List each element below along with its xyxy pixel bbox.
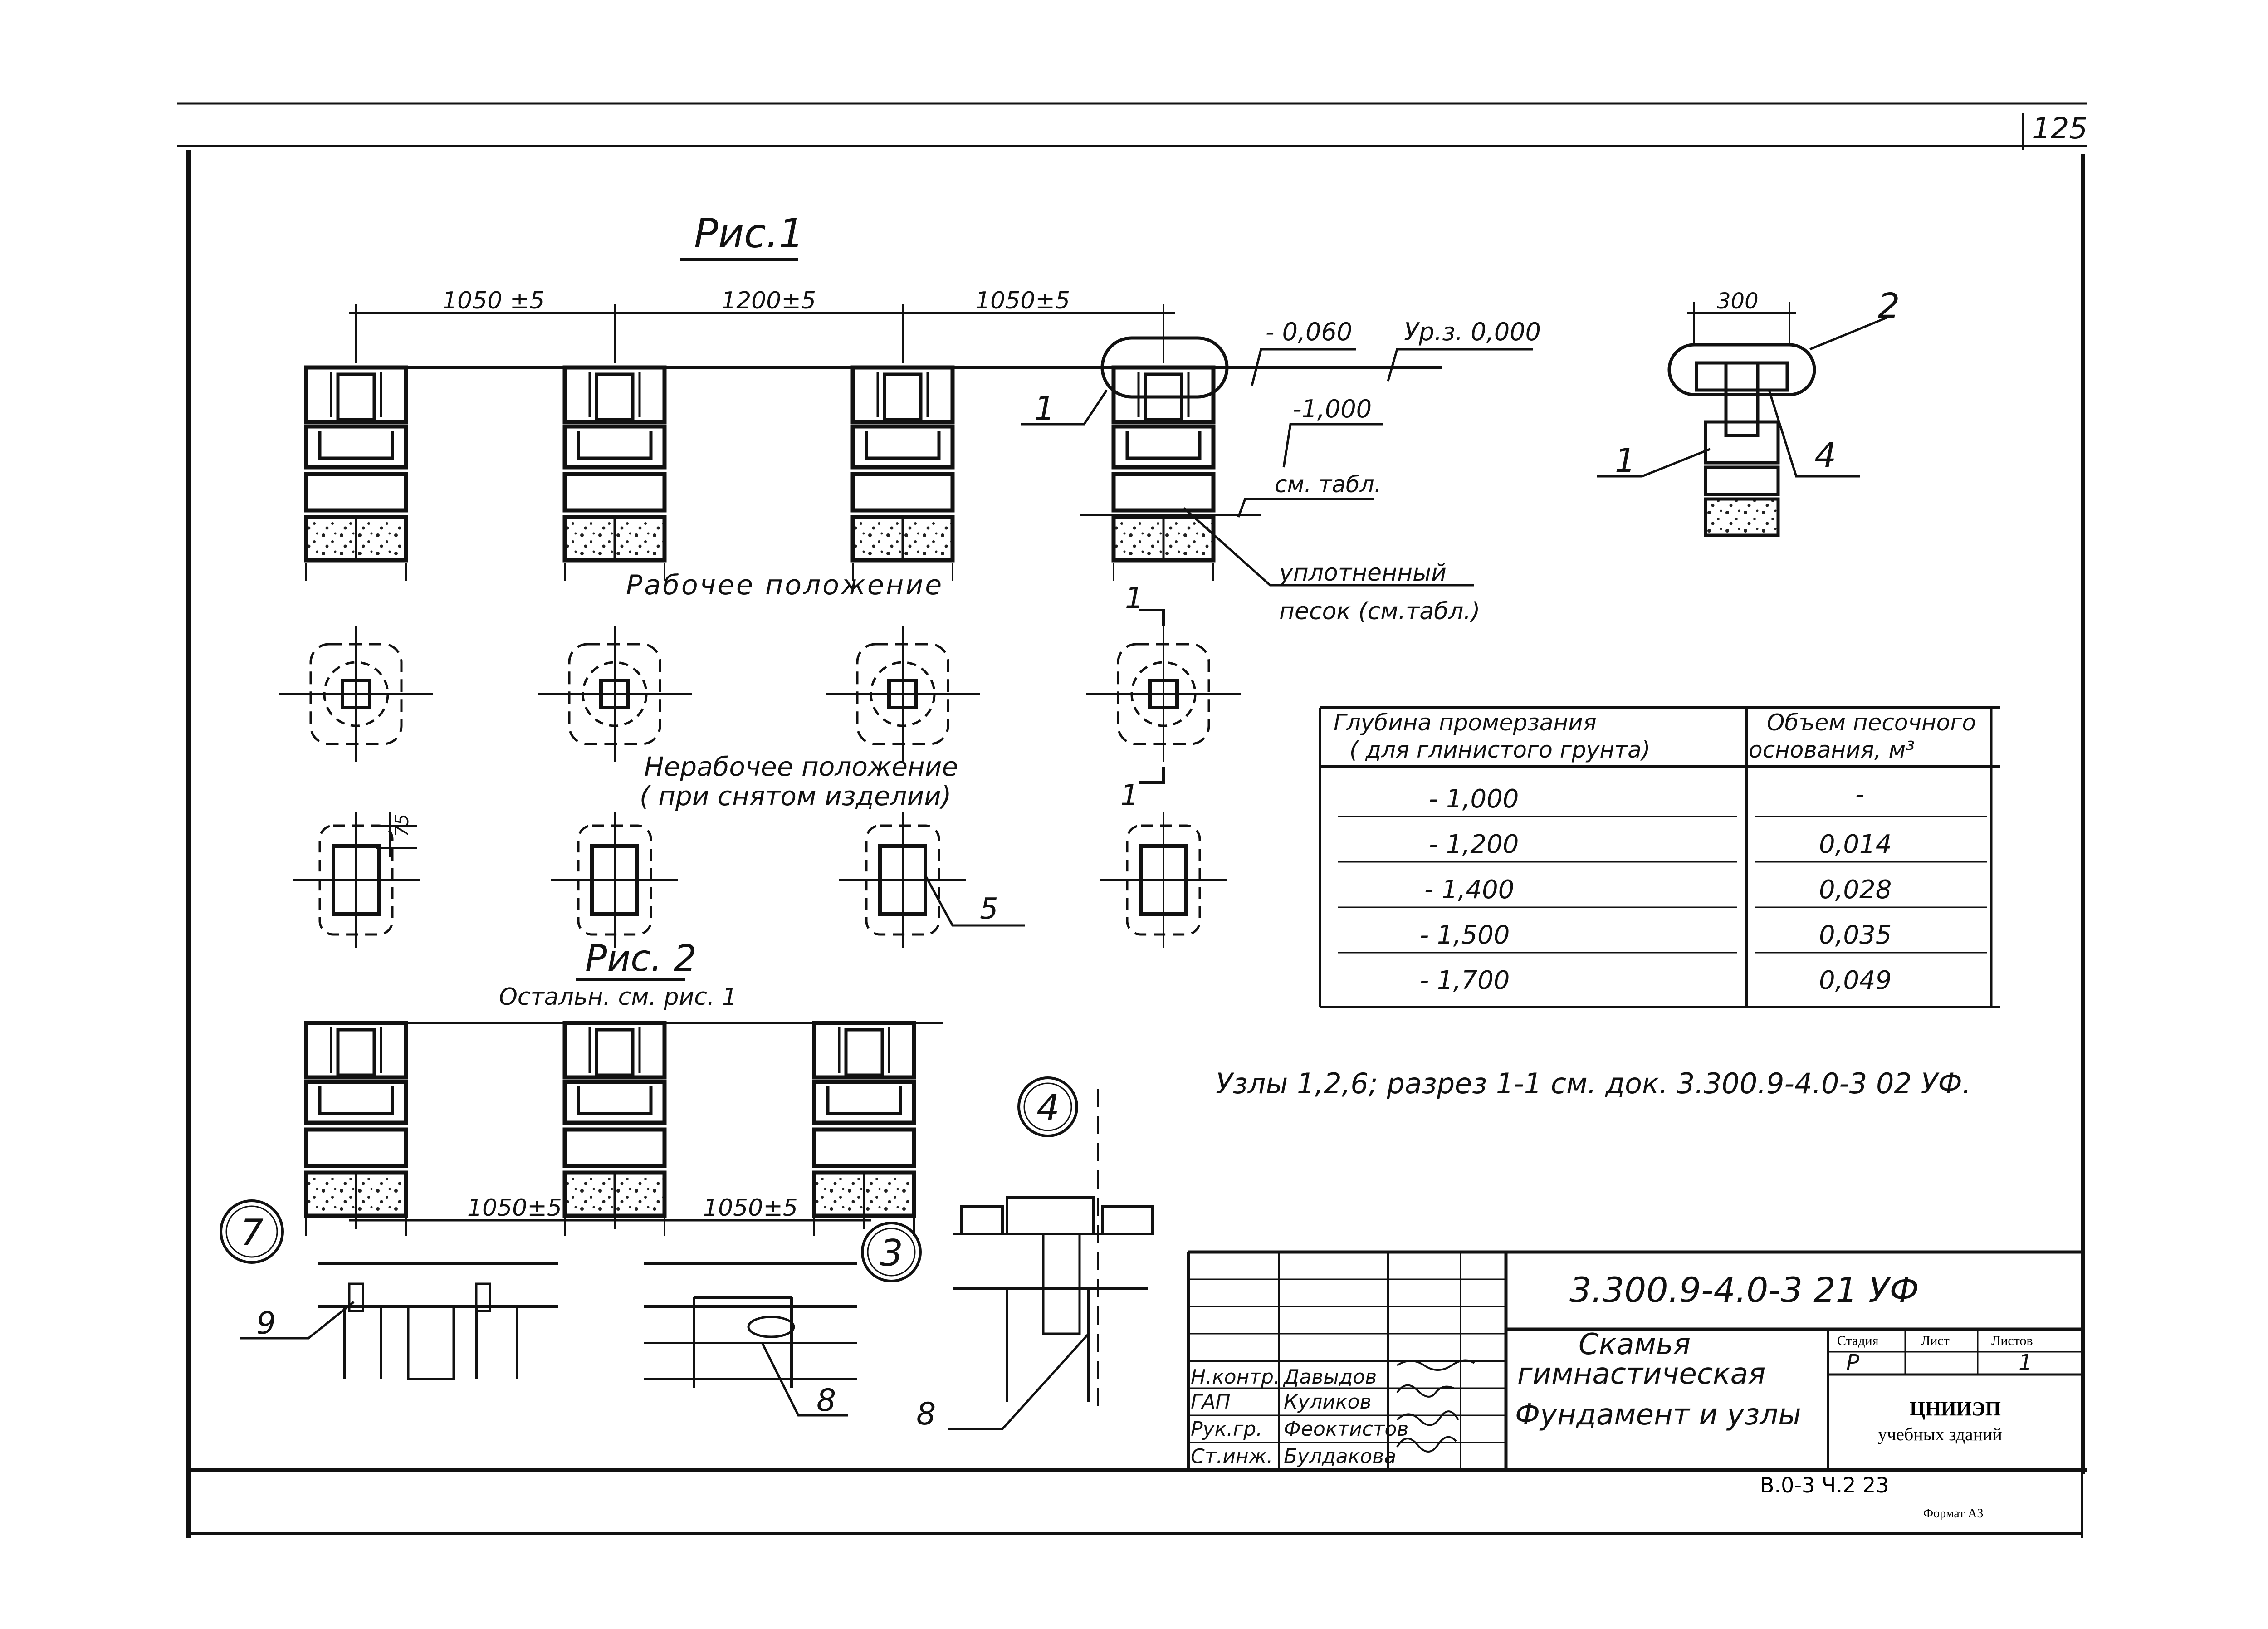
fig1-node-1-outline (1100, 336, 1229, 399)
section-mark-top: 1 (1125, 582, 1144, 615)
fig1-pier-2 (565, 367, 665, 581)
fig1-callout-1b: 1 (1615, 441, 1636, 479)
fig1-callout-2: 2 (1878, 285, 1900, 326)
plan-nonworking-4 (1100, 812, 1227, 948)
plan-nonworking-2 (551, 812, 678, 948)
fig2-dimension-line (349, 1189, 871, 1229)
node-4-label: 4 (1036, 1087, 1060, 1129)
fig2-subtitle: Остальн. см. рис. 1 (499, 983, 737, 1011)
fig1-detail-section (1597, 302, 1887, 537)
table-volume-4: 0,035 (1819, 920, 1892, 950)
node-3-label: 3 (880, 1232, 903, 1274)
node-7-detail (220, 1199, 558, 1380)
fig1-pier-3 (853, 367, 953, 581)
table-header-right-2: основания, м³ (1749, 737, 1915, 763)
fig1-dim-1: 1050 ±5 (442, 287, 545, 314)
sheet-frame (177, 102, 2087, 1538)
fig1-level-1000: -1,000 (1293, 395, 1372, 423)
section-1-1-marks (1139, 609, 1165, 784)
sheet-number: 125 (2032, 112, 2087, 146)
product-name-line3: Фундамент и узлы (1515, 1398, 1801, 1432)
sand-volume-table-grid (1319, 706, 2000, 1008)
fig1-pier-4 (1114, 367, 1213, 581)
series-number: В.0-3 Ч.2 23 (1760, 1473, 1889, 1497)
working-position-label: Рабочее положение (626, 569, 943, 601)
callout-5: 5 (980, 892, 998, 926)
doc-code: 3.300.9-4.0-3 21 УФ (1569, 1270, 1919, 1310)
fig1-level-ur: Ур.з. 0,000 (1404, 318, 1541, 346)
role-4: Ст.инж. (1191, 1445, 1273, 1468)
node-3-detail (644, 1222, 922, 1417)
fig1-callout-1a: 1 (1034, 389, 1055, 427)
fig1-level-0060: - 0,060 (1266, 318, 1352, 346)
table-depth-2: - 1,200 (1429, 830, 1519, 859)
organization-2: учебных зданий (1878, 1424, 2002, 1444)
section-mark-bottom: 1 (1120, 779, 1139, 812)
table-header-left-2: ( для глинистого грунта) (1349, 737, 1650, 763)
table-volume-3: 0,028 (1819, 875, 1892, 905)
node-4-detail (948, 1076, 1154, 1430)
fig1-dim-3: 1050±5 (975, 287, 1070, 314)
callout-8b: 8 (916, 1396, 936, 1432)
col-sheets: Листов (1991, 1333, 2033, 1348)
fig2-dim-2: 1050±5 (703, 1194, 798, 1222)
callout-8a: 8 (816, 1383, 836, 1419)
organization-1: ЦНИИЭП (1910, 1398, 2001, 1420)
product-name-line2: гимнастическая (1517, 1357, 1765, 1391)
fig1-pier-1 (306, 367, 406, 581)
product-name-line1: Скамья (1579, 1328, 1691, 1361)
fig1-level-table: см. табл. (1275, 471, 1381, 498)
table-depth-1: - 1,000 (1429, 784, 1519, 814)
plan-working-1 (279, 626, 433, 762)
stage-value: Р (1846, 1350, 1859, 1375)
dim-75-mark (376, 812, 417, 857)
col-stage: Стадия (1837, 1333, 1879, 1348)
name-1: Давыдов (1283, 1365, 1377, 1389)
fig1-callout-1-leader (1021, 389, 1108, 426)
plan-working-2 (538, 626, 692, 762)
name-2: Куликов (1284, 1390, 1371, 1414)
role-3: Рук.гр. (1191, 1418, 1262, 1441)
role-1: Н.контр. (1191, 1365, 1280, 1389)
node-7-label: 7 (240, 1212, 264, 1254)
dim-75: 75 (392, 814, 413, 837)
table-header-left-1: Глубина промерзания (1334, 709, 1597, 736)
table-header-right-1: Объем песочного (1767, 709, 1976, 736)
fig1-sand-line1: уплотненный (1278, 559, 1447, 587)
fig1-dimension-line (349, 304, 1175, 363)
sheets-value: 1 (2019, 1350, 2033, 1375)
node-reference-note: Узлы 1,2,6; разрез 1-1 см. док. 3.300.9-… (1216, 1067, 1971, 1100)
fig1-dim-2: 1200±5 (721, 287, 816, 314)
table-depth-5: - 1,700 (1420, 966, 1510, 995)
nonworking-position-line2: ( при снятом изделии) (640, 781, 952, 812)
callout-5-leader (924, 875, 1025, 927)
plan-working-4 (1086, 626, 1241, 762)
plan-nonworking-3 (839, 812, 966, 948)
fig1-sand-line2: песок (см.табл.) (1279, 598, 1480, 625)
name-3: Феоктистов (1284, 1418, 1408, 1441)
table-depth-3: - 1,400 (1424, 875, 1514, 905)
table-volume-5: 0,049 (1819, 966, 1892, 995)
table-volume-2: 0,014 (1819, 830, 1892, 859)
col-sheet: Лист (1921, 1333, 1950, 1348)
fig1-title: Рис.1 (694, 210, 804, 257)
callout-9: 9 (256, 1306, 276, 1341)
fig1-callout-4: 4 (1814, 435, 1836, 475)
sheet-format: Формат А3 (1923, 1507, 1983, 1521)
fig1-sand-leader (1183, 507, 1474, 587)
fig2-title: Рис. 2 (585, 937, 697, 979)
name-4: Булдакова (1284, 1445, 1396, 1468)
fig2-dim-1: 1050±5 (467, 1194, 562, 1222)
plan-working-3 (826, 626, 980, 762)
fig1-dim-300: 300 (1717, 289, 1759, 314)
table-volume-1: - (1855, 780, 1864, 809)
fig1-level-marks (1080, 348, 1533, 518)
signatures (1396, 1359, 1475, 1453)
role-2: ГАП (1191, 1390, 1231, 1414)
table-depth-4: - 1,500 (1420, 920, 1510, 950)
nonworking-position-line1: Нерабочее положение (644, 751, 958, 782)
